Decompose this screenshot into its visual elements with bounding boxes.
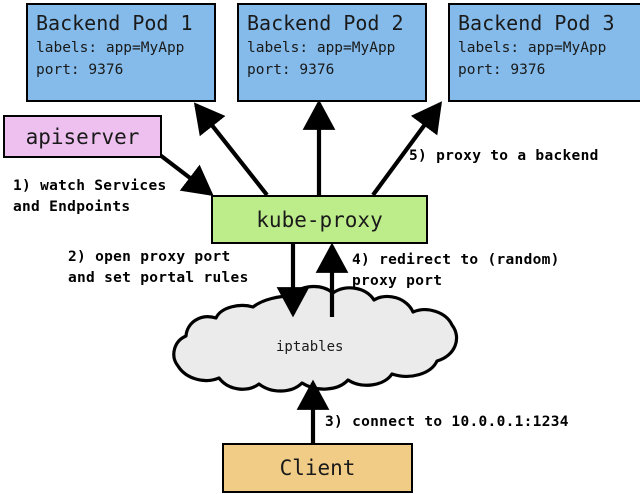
backend-pod-1-box: Backend Pod 1 labels: app=MyApp port: 93… xyxy=(26,3,216,102)
backend-pod-3-box: Backend Pod 3 labels: app=MyApp port: 93… xyxy=(448,3,640,102)
apiserver-box: apiserver xyxy=(3,115,162,158)
step-4-label-line1: 4) redirect to (random) xyxy=(352,252,560,268)
iptables-cloud-shape xyxy=(172,285,459,393)
backend-pod-3-port: port: 9376 xyxy=(458,62,546,78)
kube-proxy-label: kube-proxy xyxy=(256,207,383,232)
step-5-label-line1: 5) proxy to a backend xyxy=(409,148,599,164)
backend-pod-1-title: Backend Pod 1 xyxy=(36,11,193,35)
step-4-label-line2: proxy port xyxy=(352,273,443,289)
kube-proxy-box: kube-proxy xyxy=(211,195,428,244)
step-1-label-line1: 1) watch Services xyxy=(13,178,167,194)
client-box: Client xyxy=(222,443,413,493)
iptables-cloud-label: iptables xyxy=(276,339,344,355)
backend-pod-1-port: port: 9376 xyxy=(36,62,124,78)
step-3-label-line1: 3) connect to 10.0.0.1:1234 xyxy=(325,414,569,430)
arrow-apiserver-to-kubeproxy xyxy=(158,153,214,197)
client-label: Client xyxy=(279,456,356,480)
backend-pod-2-port: port: 9376 xyxy=(247,62,335,78)
backend-pod-3-labels: labels: app=MyApp xyxy=(458,40,607,56)
backend-pod-3-title: Backend Pod 3 xyxy=(458,11,615,35)
arrow-kubeproxy-to-pod3 xyxy=(371,101,442,197)
backend-pod-2-labels: labels: app=MyApp xyxy=(247,40,396,56)
apiserver-label: apiserver xyxy=(25,124,140,149)
backend-pod-2-title: Backend Pod 2 xyxy=(247,11,404,35)
step-2-label-line2: and set portal rules xyxy=(68,270,249,286)
step-1-label-line2: and Endpoints xyxy=(13,199,131,215)
backend-pod-1-labels: labels: app=MyApp xyxy=(36,40,185,56)
backend-pod-2-box: Backend Pod 2 labels: app=MyApp port: 93… xyxy=(237,3,427,102)
step-2-label-line1: 2) open proxy port xyxy=(68,249,231,265)
arrow-kubeproxy-to-pod1 xyxy=(193,102,269,197)
